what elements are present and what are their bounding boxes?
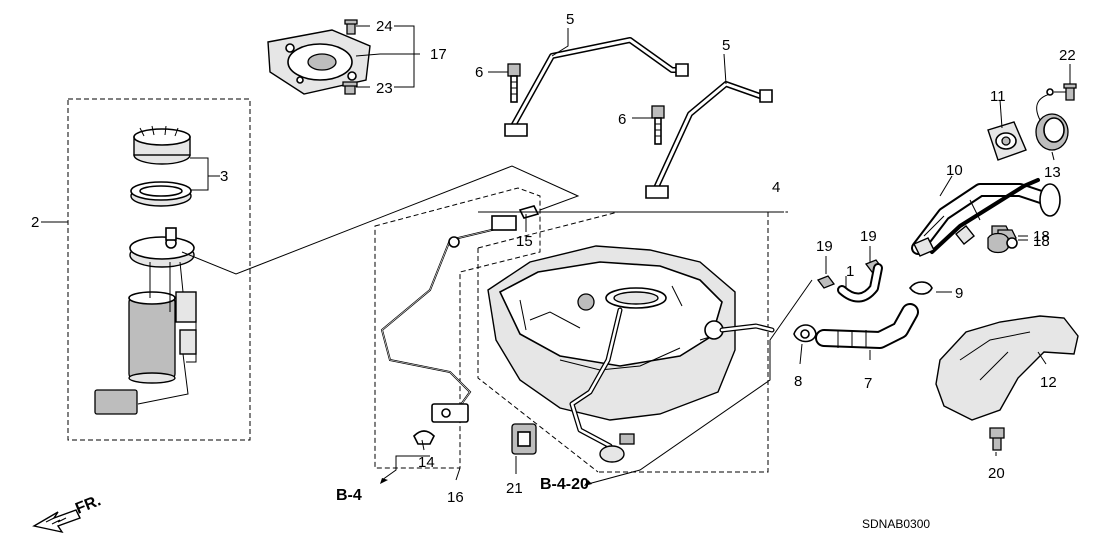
callout-3: 3 <box>220 168 228 185</box>
reference-b4[interactable]: B-4 <box>336 487 362 504</box>
callout-18a: 18 <box>1033 228 1050 245</box>
front-label: FR. <box>73 492 103 517</box>
screw-24 <box>344 19 358 35</box>
callout-4: 4 <box>772 179 780 196</box>
screw-22 <box>1063 83 1077 101</box>
fuel-tank-strap-rear <box>645 81 773 199</box>
shield-bolt-20 <box>989 427 1005 451</box>
filler-pipe-shield <box>935 315 1079 421</box>
nut-23 <box>342 81 358 95</box>
fuel-pump-group-box <box>67 98 251 441</box>
fuel-tank-strap-front <box>504 37 689 137</box>
callout-1: 1 <box>846 263 854 280</box>
callout-6a: 6 <box>475 64 483 81</box>
callout-15: 15 <box>516 233 533 250</box>
harness-connector-top <box>491 215 517 231</box>
callout-12: 12 <box>1040 374 1057 391</box>
pump-motor <box>128 297 176 379</box>
callout-5a: 5 <box>566 11 574 28</box>
callout-18b: 18 <box>1033 233 1050 250</box>
callout-2: 2 <box>31 214 39 231</box>
callout-8: 8 <box>794 373 802 390</box>
fuel-filler-pipe <box>911 178 1061 257</box>
callout-21: 21 <box>506 480 523 497</box>
wiring-harness <box>380 215 517 423</box>
fuel-pump-cover-plate <box>267 29 371 95</box>
callout-6b: 6 <box>618 111 626 128</box>
callout-7: 7 <box>864 375 872 392</box>
b4-arrow <box>380 478 388 484</box>
filler-lid-base <box>987 121 1027 161</box>
callout-19a: 19 <box>816 238 833 255</box>
strap-bolt-6a <box>507 63 521 103</box>
callout-14: 14 <box>418 454 435 471</box>
leader-lines <box>41 28 1071 485</box>
reference-b4-20[interactable]: B-4-20 <box>540 476 589 493</box>
fuel-tank <box>487 245 775 463</box>
hose-clip-19a <box>816 275 836 289</box>
callout-24: 24 <box>376 18 393 35</box>
callout-10: 10 <box>946 162 963 179</box>
callout-9: 9 <box>955 285 963 302</box>
hose-clamp-9 <box>908 281 933 295</box>
fuel-tank-connector <box>599 445 625 463</box>
diagram-code: SDNAB0300 <box>862 517 930 531</box>
vent-hose-1 <box>837 263 883 303</box>
callout-22: 22 <box>1059 47 1076 64</box>
wiring-harness-group-box <box>374 187 541 469</box>
fuel-filler-cap <box>1035 93 1069 151</box>
fuel-level-float <box>94 389 138 415</box>
callout-11: 11 <box>990 88 1006 105</box>
b420-arrow <box>584 480 592 486</box>
filler-hose-7 <box>815 303 919 349</box>
filler-pipe-clip-18-lower <box>987 232 1009 254</box>
callout-13: 13 <box>1044 164 1061 181</box>
front-direction-arrow <box>32 509 81 534</box>
fuel-pump-assembly <box>67 98 251 441</box>
callout-19b: 19 <box>860 228 877 245</box>
harness-clip-14 <box>413 430 435 445</box>
callout-16: 16 <box>447 489 464 506</box>
callout-5b: 5 <box>722 37 730 54</box>
callout-17: 17 <box>430 46 447 63</box>
strap-bolt-6b <box>651 105 665 145</box>
callout-20: 20 <box>988 465 1005 482</box>
callout-23: 23 <box>376 80 393 97</box>
